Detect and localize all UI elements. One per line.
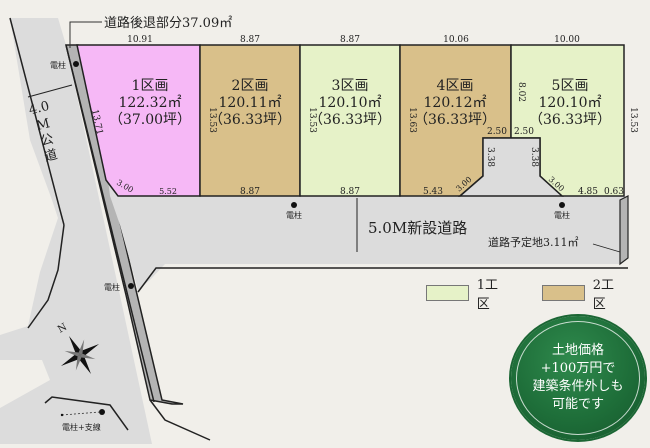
lot-5-name: 5区画: [551, 78, 589, 94]
lot-2-tsubo: （36.33坪）: [208, 112, 292, 128]
badge-line-4: 可能です: [551, 397, 604, 412]
price-promo-badge: 土地価格 +100万円で 建築条件外しも 可能です: [511, 316, 645, 440]
dim-lot2-bottom: 8.87: [240, 187, 260, 197]
lot-4-label: 4区画 120.12㎡ （36.33坪）: [405, 78, 505, 129]
lot-5-label: 5区画 120.10㎡ （36.33坪）: [520, 78, 620, 129]
dim-lot5-bottom-end: 0.63: [604, 187, 624, 197]
legend-swatch-phase-2: [542, 285, 585, 301]
lot-4-area: 120.12㎡: [423, 95, 487, 111]
lot-1-tsubo: （37.00坪）: [108, 112, 192, 128]
dim-lot5-right: 13.53: [628, 107, 638, 133]
dim-lot5-notch-side: 3.38: [529, 147, 539, 167]
utility-pole-1: 電柱: [50, 60, 79, 70]
utility-pole-guy-wire: 電柱+支線: [60, 409, 105, 432]
dim-lot4-notch-top: 2.50: [487, 127, 507, 137]
dim-top-2: 8.87: [240, 35, 260, 45]
svg-text:道: 道: [43, 147, 59, 165]
badge-line-1: 土地価格: [551, 343, 604, 358]
dim-top-5: 10.00: [554, 35, 580, 45]
dim-lot5-left: 8.02: [516, 82, 526, 102]
lot-2-label: 2区画 120.11㎡ （36.33坪）: [200, 78, 300, 129]
lot-1[interactable]: [76, 44, 201, 197]
utility-pole-4: 電柱: [104, 282, 134, 292]
lot-4-name: 4区画: [436, 78, 474, 94]
svg-text:電柱: 電柱: [554, 210, 570, 220]
legend: 1工区 2工区: [426, 274, 650, 312]
utility-pole-3: 電柱: [554, 202, 570, 220]
lot-4-tsubo: （36.33坪）: [413, 112, 497, 128]
dim-lot3-left: 13.53: [307, 107, 317, 133]
svg-text:M: M: [35, 116, 52, 134]
legend-swatch-phase-1: [426, 285, 469, 301]
legend-label-phase-2: 2工区: [592, 278, 615, 312]
dim-lot4-bottom: 5.43: [423, 187, 443, 197]
badge-line-2: +100万円で: [540, 361, 616, 376]
dim-lot3-bottom: 8.87: [340, 187, 360, 197]
utility-pole-2: 電柱: [286, 202, 302, 220]
lot-3-area: 120.10㎡: [318, 95, 382, 111]
lot-5-area: 120.10㎡: [538, 95, 602, 111]
dim-lot2-left: 13.53: [207, 107, 217, 133]
legend-label-phase-1: 1工区: [476, 278, 499, 312]
svg-text:公: 公: [39, 132, 55, 150]
dim-lot5-bottom: 4.85: [578, 187, 598, 197]
dim-lot4-left: 13.63: [407, 107, 417, 133]
dim-top-4: 10.06: [443, 35, 469, 45]
new-road: [108, 180, 628, 290]
dim-lot5-notch-top: 2.50: [514, 127, 534, 137]
svg-text:電柱: 電柱: [104, 282, 120, 292]
new-road-label: 5.0M新設道路: [368, 219, 467, 237]
badge-text: 土地価格 +100万円で 建築条件外しも 可能です: [532, 342, 623, 414]
svg-text:電柱: 電柱: [286, 210, 302, 220]
lot-2-area: 120.11㎡: [218, 95, 282, 111]
svg-text:電柱: 電柱: [50, 60, 66, 70]
lot-3-label: 3区画 120.10㎡ （36.33坪）: [300, 78, 400, 129]
lot-3-name: 3区画: [331, 78, 369, 94]
svg-text:4.0: 4.0: [27, 99, 51, 119]
badge-ring: [516, 321, 640, 435]
dim-lot1-bottom: 5.52: [159, 187, 177, 196]
lot-3-tsubo: （36.33坪）: [308, 112, 392, 128]
lot-1-label: 1区画 122.32㎡ （37.00坪）: [100, 78, 200, 129]
dim-top-1: 10.91: [127, 35, 153, 45]
lot-2-name: 2区画: [231, 78, 269, 94]
public-road-label: 4.0 M 公 道: [27, 99, 59, 165]
dim-top-3: 8.87: [340, 35, 360, 45]
badge-line-3: 建築条件外しも: [532, 379, 624, 394]
lot-5-tsubo: （36.33坪）: [528, 112, 612, 128]
lot-1-area: 122.32㎡: [118, 95, 182, 111]
svg-text:電柱+支線: 電柱+支線: [62, 422, 101, 432]
planned-road-label: 道路予定地3.11㎡: [488, 235, 579, 249]
setback-label: 道路後退部分37.09㎡: [104, 15, 232, 31]
lot-1-name: 1区画: [131, 78, 169, 94]
dim-lot4-notch-side: 3.38: [485, 147, 495, 167]
